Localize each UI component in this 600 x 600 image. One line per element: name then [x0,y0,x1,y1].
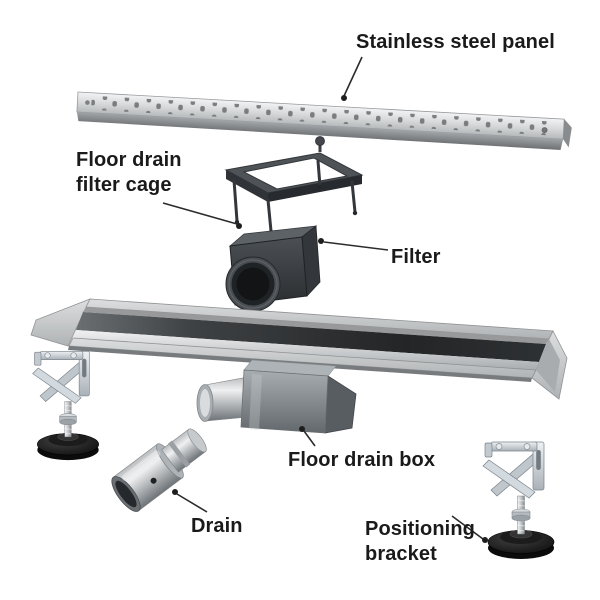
bracket-leader-line [451,515,484,540]
filter-leader-dot [318,238,324,244]
label-floor-drain-box: Floor drain box [288,449,436,471]
filter-cage-leader-dot [236,223,242,229]
drain-leader-dot [172,489,178,495]
drain-leader-line [176,493,208,513]
leader-dots [172,95,488,543]
cage-knob [315,136,325,146]
label-filter-cage-line1: Floor drain [76,149,182,171]
label-positioning-bracket-line1: Positioning [365,518,475,540]
filter-image [225,225,321,312]
cage-legs [232,159,357,233]
drain-box-leader-dot [299,426,305,432]
positioning-bracket-right-image [482,441,555,560]
filter-leader-line [323,241,389,251]
drain-side-hole [150,477,157,484]
floor-drain-box-image [196,359,357,434]
label-drain: Drain [191,515,243,537]
drain-pipe-image [111,428,207,512]
label-positioning-bracket: Positioning bracket [365,517,475,567]
bracket-leader-dot [482,537,488,543]
label-positioning-bracket-line2: bracket [365,543,437,565]
positioning-bracket-left-image [32,350,100,461]
label-filter-cage: Floor drain filter cage [76,148,182,198]
filter-cage-image [224,136,364,235]
drain-channel-image [30,298,568,400]
label-filter-cage-line2: filter cage [76,174,172,196]
panel-leader-dot [341,95,347,101]
stainless-steel-panel-image [76,91,572,151]
leader-lines [162,56,484,540]
filter-cage-leader-line [162,202,238,225]
channel-interior [76,312,546,362]
drain-box-leader-line [303,430,316,447]
panel-slot-pattern [91,95,550,136]
label-stainless-steel-panel: Stainless steel panel [356,31,555,53]
panel-leader-line [343,56,363,97]
label-filter: Filter [391,246,441,268]
